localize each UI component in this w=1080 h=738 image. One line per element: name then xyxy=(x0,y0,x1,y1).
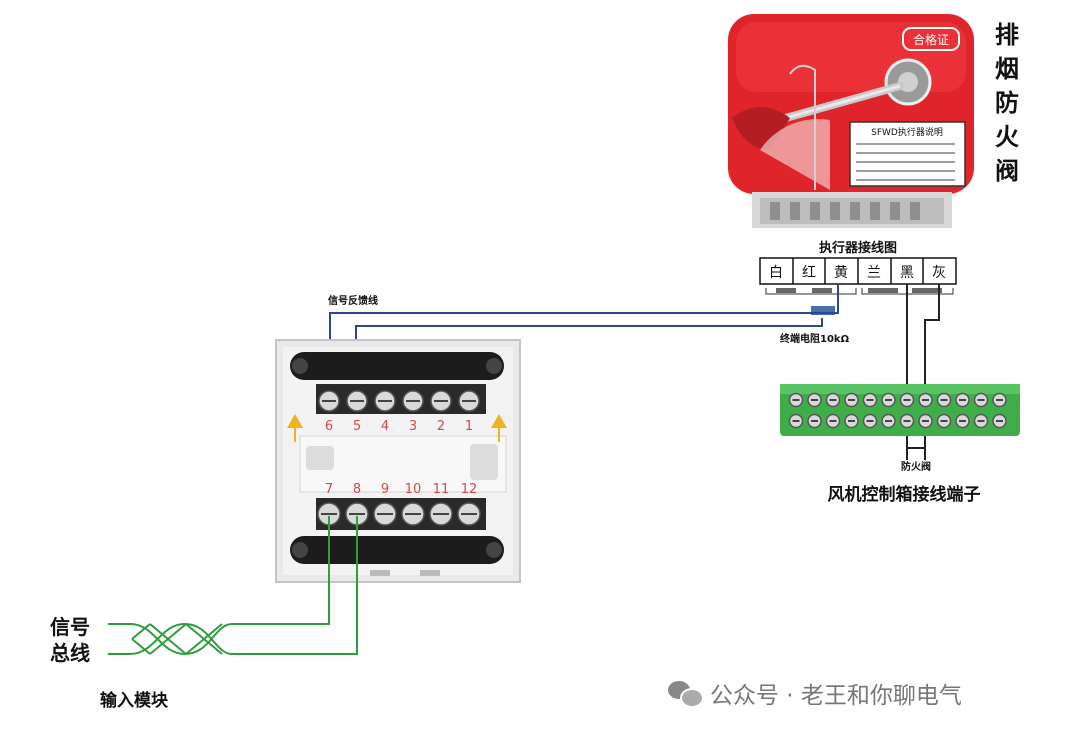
title-char-2: 烟 xyxy=(995,55,1019,83)
wire-color-gray: 灰 xyxy=(932,265,946,281)
module-bottom-screws xyxy=(317,502,481,526)
pin-label-1: 1 xyxy=(465,419,473,434)
module-top-screws xyxy=(318,390,480,412)
signal-bus-line1: 信号 xyxy=(50,615,90,639)
module-bottom-pin-labels: 7 8 9 10 11 12 xyxy=(325,482,477,497)
wire-color-blue: 兰 xyxy=(867,265,881,281)
actuator-wire-table: 白 红 黄 兰 黑 灰 xyxy=(759,257,957,315)
actuator-wiring-title: 执行器接线图 xyxy=(819,240,897,256)
input-module-label: 输入模块 xyxy=(100,691,168,711)
pin-label-3: 3 xyxy=(409,419,417,434)
wire-color-red: 红 xyxy=(802,265,816,281)
terminal-screws-bottom xyxy=(788,413,1007,429)
watermark: 公众号 · 老王和你聊电气 xyxy=(668,676,962,710)
pin-label-7: 7 xyxy=(325,482,333,497)
certificate-stamp: 合格证 xyxy=(913,32,949,47)
pin-label-10: 10 xyxy=(405,482,422,497)
module-top-pin-labels: 6 5 4 3 2 1 xyxy=(325,419,473,434)
pin-label-12: 12 xyxy=(461,482,478,497)
wechat-icon xyxy=(668,679,704,708)
pin-label-5: 5 xyxy=(353,419,361,434)
terminal-screws-top xyxy=(788,392,1007,408)
signal-bus-wires xyxy=(108,516,358,656)
fan-box-label: 风机控制箱接线端子 xyxy=(828,484,981,505)
wire-color-black: 黑 xyxy=(900,265,914,281)
pin-label-11: 11 xyxy=(433,482,450,497)
fire-damper-label: 防火阀 xyxy=(901,460,931,473)
pin-label-8: 8 xyxy=(353,482,361,497)
watermark-text: 公众号 · 老王和你聊电气 xyxy=(710,683,962,709)
wire-color-white: 白 xyxy=(769,265,783,281)
signal-bus-line2: 总线 xyxy=(50,641,90,665)
title-char-5: 阀 xyxy=(995,157,1019,185)
up-arrow-left-icon xyxy=(287,414,303,442)
fire-damper-title: 排 烟 防 火 阀 xyxy=(990,18,1024,188)
title-char-4: 火 xyxy=(995,123,1019,151)
pin-label-9: 9 xyxy=(381,482,389,497)
end-resistor-label: 终端电阻10kΩ xyxy=(780,332,850,345)
signal-bus-label: 信号 总线 xyxy=(50,614,90,666)
pin-label-4: 4 xyxy=(381,419,389,434)
title-char-1: 排 xyxy=(995,21,1019,49)
input-module xyxy=(275,339,521,583)
fan-control-terminal-strip xyxy=(780,384,1020,436)
up-arrow-right-icon xyxy=(491,414,507,442)
title-char-3: 防 xyxy=(995,89,1019,117)
wire-color-yellow: 黄 xyxy=(834,264,848,281)
info-plate-title: SFWD执行器说明 xyxy=(871,126,943,138)
pin-label-2: 2 xyxy=(437,419,445,434)
signal-feedback-label: 信号反馈线 xyxy=(328,294,378,307)
fire-damper-image: 合格证 SFWD执行器说明 xyxy=(728,14,974,228)
pin-label-6: 6 xyxy=(325,419,333,434)
